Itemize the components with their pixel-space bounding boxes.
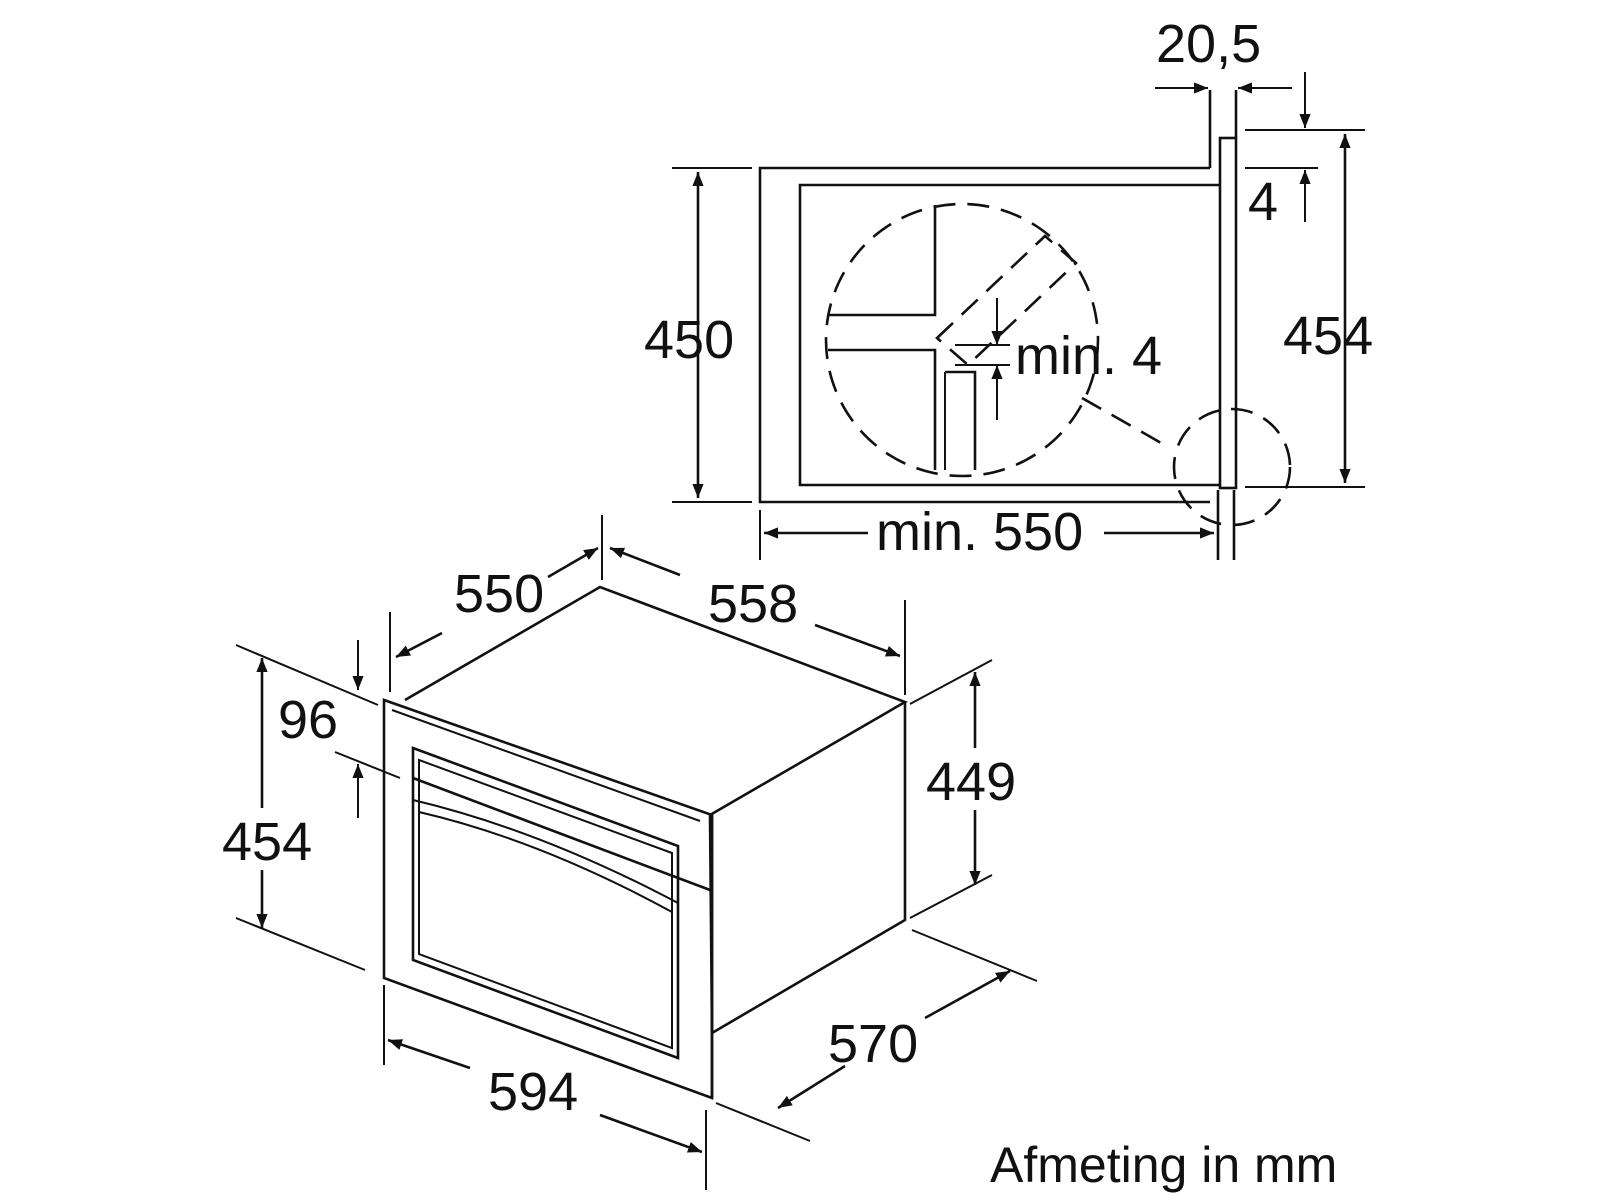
- dim-niche-height: 450: [644, 310, 734, 370]
- front-panel: [382, 698, 714, 1100]
- dim-panel-offset: 96: [278, 690, 338, 750]
- dim-front-height: 454: [222, 812, 312, 872]
- panel-detail-circle: [1172, 407, 1292, 527]
- detail-circle: [824, 202, 1100, 478]
- appliance-body-section: [798, 183, 1220, 487]
- door-window: [411, 746, 680, 1060]
- front-panel-section: [1218, 136, 1238, 490]
- side-face: [711, 702, 907, 1035]
- dim-front-width: 594: [488, 1062, 578, 1122]
- dim-min-gap: min. 4: [1015, 326, 1162, 386]
- niche-outline: [758, 166, 1210, 504]
- top-face: [404, 585, 909, 817]
- dim-min-depth: min. 550: [876, 502, 1083, 562]
- isometric-view: 550 558 96 454 449 594 570: [222, 515, 1038, 1190]
- dim-body-depth: 550: [454, 564, 544, 624]
- side-section-view: 20,5 4 450 454 min. 4 min. 550: [644, 14, 1373, 562]
- dim-step: 4: [1248, 172, 1278, 232]
- dim-gap-top: 20,5: [1156, 14, 1261, 74]
- dim-unit-height-side: 454: [1283, 306, 1373, 366]
- dim-body-width: 558: [708, 574, 798, 634]
- dim-body-height: 449: [926, 752, 1016, 812]
- caption: Afmeting in mm: [990, 1137, 1337, 1193]
- dim-total-depth: 570: [828, 1014, 918, 1074]
